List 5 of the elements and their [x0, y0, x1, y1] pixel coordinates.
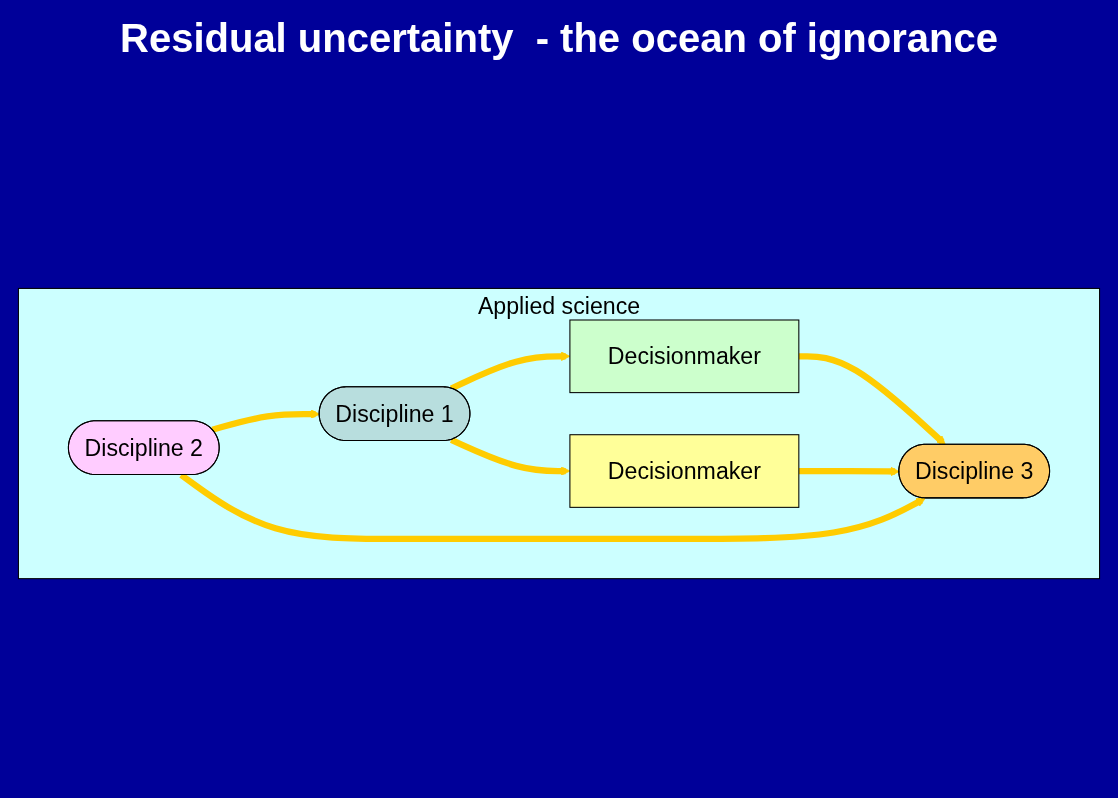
- arrow: [798, 353, 946, 446]
- node-box: Decisionmaker: [569, 434, 800, 509]
- title: Residual uncertainty - the ocean of ignorance: [119, 16, 999, 61]
- node-box: Decisionmaker: [569, 319, 800, 394]
- arrow: [798, 467, 900, 477]
